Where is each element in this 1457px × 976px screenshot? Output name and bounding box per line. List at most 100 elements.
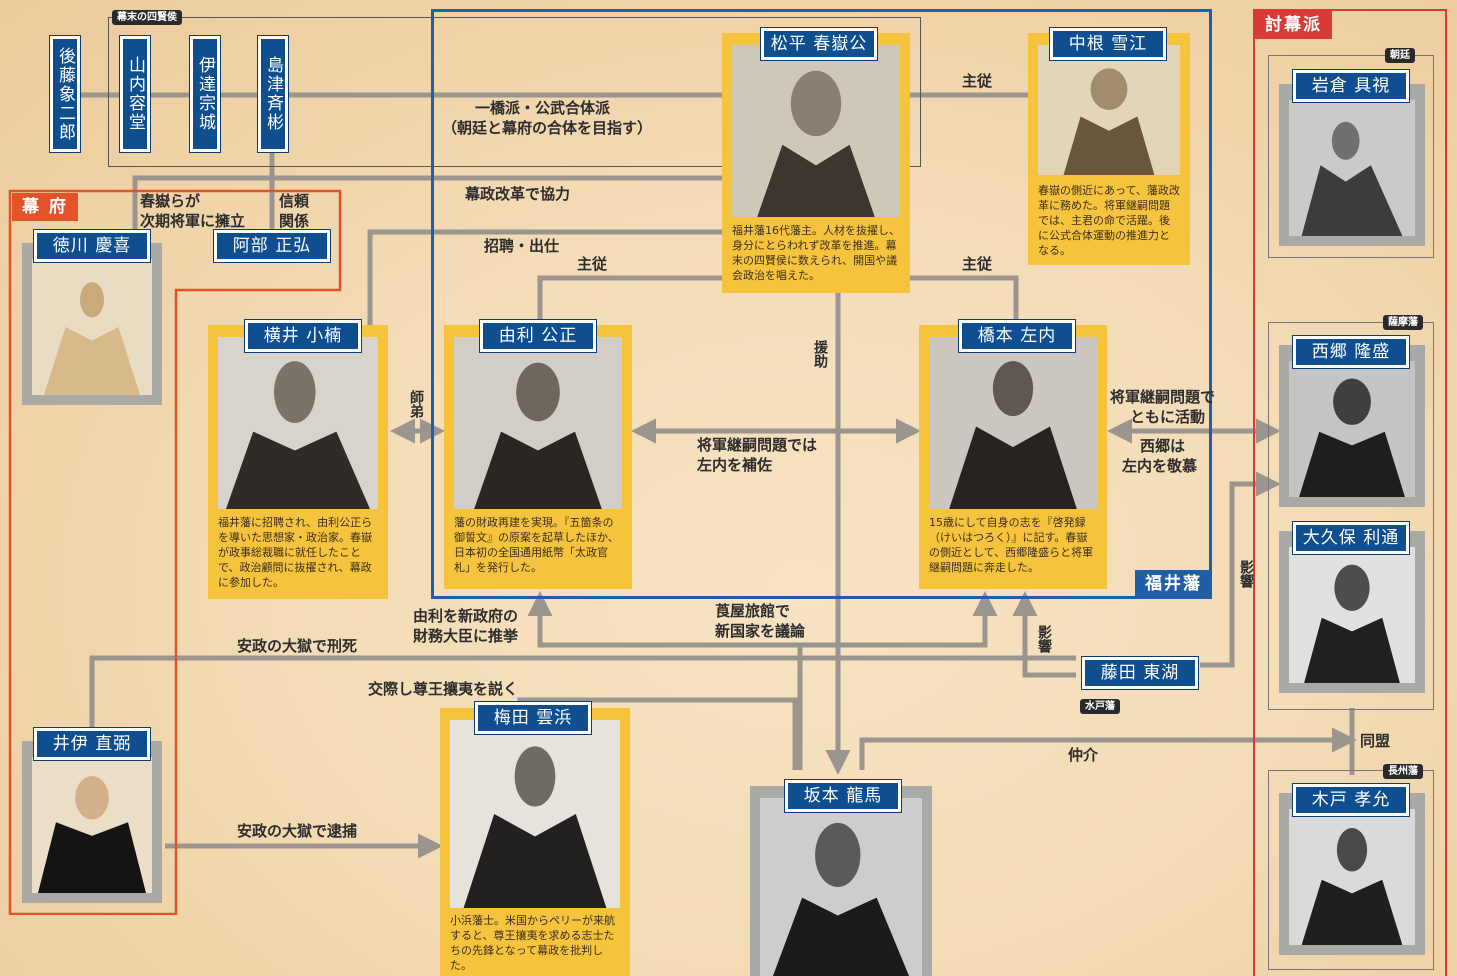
label-hosa-1: 将軍継嗣問題では xyxy=(697,436,818,454)
name-saigo[interactable]: 西郷 隆盛 xyxy=(1292,335,1410,369)
card-saigo[interactable] xyxy=(1279,345,1425,507)
keishi-line xyxy=(89,655,1076,735)
card-okubo[interactable] xyxy=(1279,531,1425,693)
suisen-line xyxy=(527,591,803,770)
kenko-member-shimazu[interactable]: 島津斉彬 xyxy=(257,35,289,153)
desc-yokoi: 福井藩に招聘され、由利公正らを導いた思想家・政治家。春嶽が政事総裁職に就任したこ… xyxy=(218,516,373,589)
name-tokugawa[interactable]: 徳川 慶喜 xyxy=(33,229,151,263)
label-shujuu-nakane: 主従 xyxy=(962,72,993,90)
portrait-iwakura xyxy=(1289,100,1415,236)
name-matsudaira[interactable]: 松平 春嶽公 xyxy=(760,27,878,61)
name-fujita[interactable]: 藤田 東湖 xyxy=(1081,656,1199,690)
shogunate-box xyxy=(8,189,342,915)
label-tabikan-2: 新国家を議論 xyxy=(715,622,806,640)
name-okubo[interactable]: 大久保 利通 xyxy=(1292,521,1410,555)
card-ii[interactable] xyxy=(22,741,162,903)
card-tokugawa[interactable] xyxy=(22,243,162,405)
label-saigo-kei-1: 西郷は xyxy=(1140,437,1186,455)
desc-yuri: 藩の財政再建を実現。『五箇条の御誓文』の原案を起草したほか、日本初の全国通用紙幣… xyxy=(454,516,619,574)
shujuu-line-yuri xyxy=(537,275,725,325)
portrait-sakamoto xyxy=(760,798,922,976)
tobaku-title: 討幕派 xyxy=(1255,11,1332,39)
satsuma-tag: 薩摩藩 xyxy=(1383,315,1423,330)
tabikan-line xyxy=(800,591,998,648)
label-saigo-kei-2: 左内を敬慕 xyxy=(1122,457,1198,475)
chukai-line xyxy=(859,727,1357,770)
choshu-box xyxy=(1268,770,1434,970)
portrait-kido xyxy=(1289,809,1415,945)
card-kido[interactable] xyxy=(1279,793,1425,955)
label-shujuu-yuri: 主従 xyxy=(577,255,608,273)
mito-tag: 水戸藩 xyxy=(1080,699,1120,714)
portrait-yuri xyxy=(454,337,622,509)
label-yuri-suisen-1: 由利を新政府の xyxy=(413,607,519,625)
portrait-saigo xyxy=(1289,361,1415,497)
card-matsudaira[interactable]: 福井藩16代藩主。人材を抜擢し、身分にとらわれず改革を推進。幕末の四賢侯に数えら… xyxy=(722,33,910,293)
name-ii[interactable]: 井伊 直弼 xyxy=(33,727,151,761)
card-yokoi[interactable]: 福井藩に招聘され、由利公正らを導いた思想家・政治家。春嶽が政事総裁職に就任したこ… xyxy=(208,325,388,599)
kenko-member-yamauchi[interactable]: 山内容堂 xyxy=(119,35,151,153)
card-hashimoto[interactable]: 15歳にして自身の志を『啓発録（けいはつろく）』に記す。春嶽の側近として、西郷隆… xyxy=(919,325,1107,589)
label-katsudo-2: ともに活動 xyxy=(1130,408,1206,426)
eikyo-line-hashimoto xyxy=(1012,591,1076,678)
label-hitotsubashi: 一橋派・公武合体派 xyxy=(475,99,611,117)
portrait-tokugawa xyxy=(32,259,152,395)
portrait-hashimoto xyxy=(929,337,1097,509)
portrait-yokoi xyxy=(218,337,378,509)
card-nakane[interactable]: 春嶽の側近にあって、藩政改革に務めた。将軍継嗣問題では、主君の命で活躍。後に公式… xyxy=(1028,33,1190,265)
fukui-title: 福井藩 xyxy=(1135,570,1212,598)
label-shinrai-1: 信頼 xyxy=(279,192,310,210)
label-shujuu-hashimoto: 主従 xyxy=(962,255,993,273)
name-yokoi[interactable]: 横井 小楠 xyxy=(244,319,362,353)
card-umeda[interactable]: 小浜藩士。米国からペリーが来航すると、尊王攘夷を求める志士たちの先鋒となって幕政… xyxy=(440,708,630,976)
name-sakamoto[interactable]: 坂本 龍馬 xyxy=(784,779,902,813)
desc-umeda: 小浜藩士。米国からペリーが来航すると、尊王攘夷を求める志士たちの先鋒となって幕政… xyxy=(450,914,615,972)
label-enjo: 援助 xyxy=(812,340,828,368)
card-yuri[interactable]: 藩の財政再建を実現。『五箇条の御誓文』の原案を起草したほか、日本初の全国通用紙幣… xyxy=(444,325,632,589)
chotei-box xyxy=(1268,55,1434,258)
label-ansei-keishi: 安政の大獄で刑死 xyxy=(237,637,358,655)
label-shinrai-2: 関係 xyxy=(279,212,310,230)
name-iwakura[interactable]: 岩倉 具視 xyxy=(1292,69,1410,103)
card-sakamoto[interactable] xyxy=(750,786,932,976)
label-yuri-suisen-2: 財務大臣に推挙 xyxy=(413,627,519,645)
portrait-ii xyxy=(32,757,152,893)
name-hashimoto[interactable]: 橋本 左内 xyxy=(958,319,1076,353)
kenko-member-date[interactable]: 伊達宗城 xyxy=(189,35,221,153)
portrait-matsudaira xyxy=(732,45,900,217)
portrait-umeda xyxy=(450,720,620,908)
shogunate-title: 幕 府 xyxy=(12,193,78,221)
name-nakane[interactable]: 中根 雪江 xyxy=(1049,27,1167,61)
label-yougo-2: 次期将軍に擁立 xyxy=(140,212,246,230)
label-ansei-taiho: 安政の大獄で逮捕 xyxy=(237,822,358,840)
satsuma-box xyxy=(1268,322,1434,710)
name-kido[interactable]: 木戸 孝允 xyxy=(1292,783,1410,817)
chotei-tag: 朝廷 xyxy=(1385,48,1415,63)
desc-hashimoto: 15歳にして自身の志を『啓発録（けいはつろく）』に記す。春嶽の側近として、西郷隆… xyxy=(929,516,1094,574)
kenko-box xyxy=(108,17,921,167)
name-umeda[interactable]: 梅田 雲浜 xyxy=(474,701,592,735)
shouhei-line xyxy=(367,229,725,325)
label-tabikan-1: 莨屋旅館で xyxy=(715,602,791,620)
label-koosai: 交際し尊王攘夷を説く xyxy=(368,680,519,698)
desc-matsudaira: 福井藩16代藩主。人材を抜擢し、身分にとらわれず改革を推進。幕末の四賢侯に数えら… xyxy=(732,224,900,282)
label-eikyo-satsuma: 影響 xyxy=(1238,560,1254,588)
card-iwakura[interactable] xyxy=(1279,84,1425,246)
name-yuri[interactable]: 由利 公正 xyxy=(479,319,597,353)
shujuu-line-hashimoto xyxy=(910,275,1019,325)
kenko-member-goto[interactable]: 後藤象二郎 xyxy=(49,35,81,153)
label-shitei: 師弟 xyxy=(408,390,424,418)
yougo-line xyxy=(132,175,725,238)
label-shouhei: 招聘・出仕 xyxy=(484,237,560,255)
name-abe[interactable]: 阿部 正弘 xyxy=(213,229,331,263)
kenko-tag: 幕末の四賢侯 xyxy=(112,10,182,25)
label-hitotsubashi-sub: （朝廷と幕府の合体を目指す） xyxy=(442,119,653,137)
fukui-box xyxy=(431,9,1212,599)
label-chukai: 仲介 xyxy=(1068,746,1099,764)
label-doumei: 同盟 xyxy=(1360,732,1391,750)
choshu-tag: 長州藩 xyxy=(1383,764,1423,779)
desc-nakane: 春嶽の側近にあって、藩政改革に務めた。将軍継嗣問題では、主君の命で活躍。後に公式… xyxy=(1038,184,1180,257)
tobaku-box xyxy=(1253,9,1447,976)
label-eikyo-hashimoto: 影響 xyxy=(1036,625,1052,653)
label-hosa-2: 左内を補佐 xyxy=(697,456,773,474)
